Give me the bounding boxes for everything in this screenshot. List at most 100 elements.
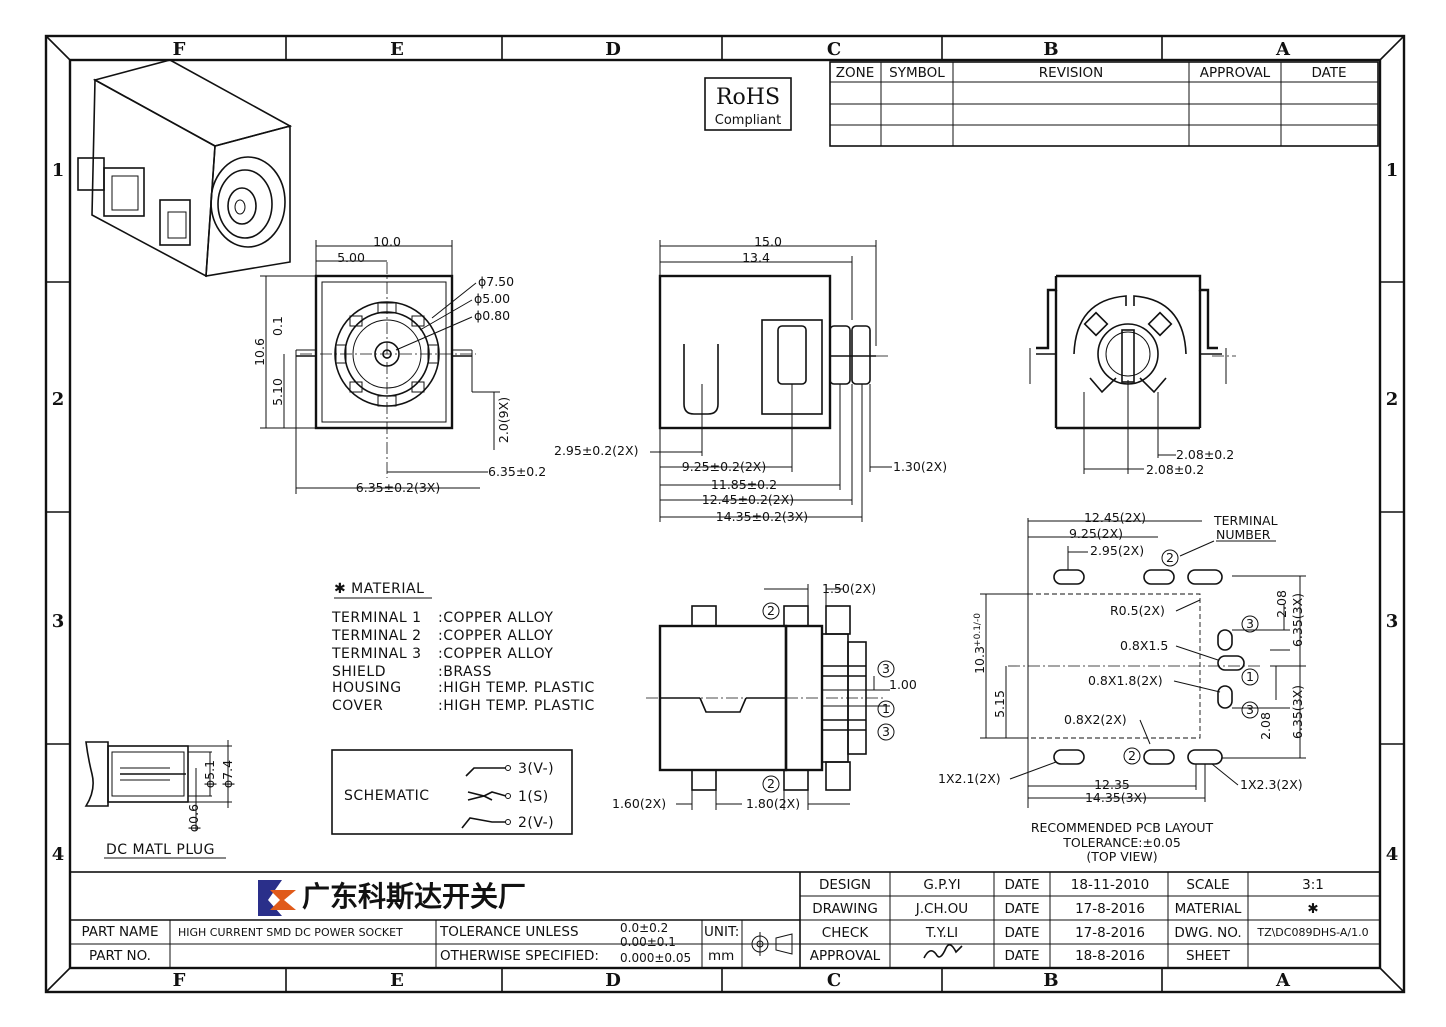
zone-4-right: 4 bbox=[1386, 844, 1399, 865]
rev-col-symbol: SYMBOL bbox=[889, 65, 945, 81]
bottom-label-3a: 3 bbox=[882, 661, 890, 676]
outer-border bbox=[44, 34, 1406, 994]
side-dim-e: 14.35±0.2(3X) bbox=[716, 509, 808, 524]
material-label: MATERIAL bbox=[1175, 901, 1242, 917]
tolerance-line-1: TOLERANCE UNLESS bbox=[439, 924, 579, 940]
pcb-term-1: TERMINAL bbox=[1213, 513, 1278, 528]
pcb-width-1: 12.35 bbox=[1094, 777, 1130, 792]
plug-dia-2: ϕ7.4 bbox=[220, 760, 235, 788]
pcb-dim-3: 2.95(2X) bbox=[1090, 543, 1144, 558]
pcb-height-1: 10.3 bbox=[972, 646, 987, 674]
front-view: 10.0 5.00 10.6 0.1 5.10 2.0(9X) 6.35±0.2… bbox=[252, 234, 546, 495]
pcb-height-2: 5.15 bbox=[992, 690, 1007, 718]
side-dim-d: 12.45±0.2(2X) bbox=[702, 492, 794, 507]
pcb-term-2: NUMBER bbox=[1216, 527, 1271, 542]
side-dim-b: 9.25±0.2(2X) bbox=[682, 459, 766, 474]
date-label-3: DATE bbox=[1004, 925, 1039, 941]
rohs-badge: RoHS Compliant bbox=[704, 77, 792, 131]
material-part-5: HOUSING bbox=[332, 680, 402, 696]
side-dim-a: 2.95±0.2(2X) bbox=[554, 443, 638, 458]
schematic-label: SCHEMATIC bbox=[344, 788, 430, 804]
zone-c-top: C bbox=[827, 39, 841, 60]
bottom-dim-1: 1.50(2X) bbox=[822, 581, 876, 596]
schematic-pin-2: 2(V-) bbox=[518, 815, 554, 831]
pcb-height-1-tol: +0.1/-0 bbox=[973, 613, 983, 647]
side-width-2: 13.4 bbox=[742, 250, 770, 265]
material-list: ✱ MATERIAL TERMINAL 1 :COPPER ALLOY TERM… bbox=[331, 581, 595, 714]
schematic-box: SCHEMATIC 3(V-) 1(S) 2(V-) bbox=[331, 749, 573, 835]
front-pin-length: 2.0(9X) bbox=[496, 397, 511, 443]
bottom-label-1: 1 bbox=[882, 701, 890, 716]
pcb-vert-1: 2.08 bbox=[1274, 590, 1289, 618]
side-dim-f: 1.30(2X) bbox=[893, 459, 947, 474]
approval-date: 18-8-2016 bbox=[1075, 948, 1145, 964]
tolerance-value-2: 0.00±0.1 bbox=[620, 935, 676, 949]
zone-f-top: F bbox=[173, 39, 186, 60]
rev-col-zone: ZONE bbox=[836, 65, 875, 81]
material-value-2: :COPPER ALLOY bbox=[438, 628, 553, 644]
tolerance-value-3: 0.000±0.05 bbox=[620, 951, 691, 965]
part-name-label: PART NAME bbox=[82, 924, 159, 940]
sheet-label: SHEET bbox=[1186, 948, 1231, 964]
pcb-caption-2: TOLERANCE:±0.05 bbox=[1062, 835, 1181, 850]
zone-1-right: 1 bbox=[1386, 160, 1399, 181]
pcb-slot-2: 0.8X1.8(2X) bbox=[1088, 673, 1163, 688]
date-label-4: DATE bbox=[1004, 948, 1039, 964]
zone-labels-top: F E D C B A bbox=[173, 39, 1291, 60]
check-label: CHECK bbox=[822, 925, 870, 941]
approval-signature bbox=[923, 944, 963, 959]
zone-d-bottom: D bbox=[605, 970, 621, 991]
zone-f-bottom: F bbox=[173, 970, 186, 991]
unit-value: mm bbox=[708, 948, 734, 964]
bottom-dim-3: 1.60(2X) bbox=[612, 796, 666, 811]
zone-b-bottom: B bbox=[1043, 970, 1058, 991]
pcb-pad-2: 1X2.3(2X) bbox=[1240, 777, 1303, 792]
material-part-3: TERMINAL 3 bbox=[331, 646, 422, 662]
tolerance-line-2: OTHERWISE SPECIFIED: bbox=[440, 948, 599, 964]
material-value-4: :BRASS bbox=[438, 664, 492, 680]
schematic-pin-3: 3(V-) bbox=[518, 761, 554, 777]
material-value-5: :HIGH TEMP. PLASTIC bbox=[438, 680, 595, 696]
material-value-6: :HIGH TEMP. PLASTIC bbox=[438, 698, 595, 714]
zone-labels-bottom: F E D C B A bbox=[173, 970, 1291, 991]
design-date: 18-11-2010 bbox=[1071, 877, 1149, 893]
drawing-by: J.CH.OU bbox=[915, 901, 968, 917]
bottom-label-2-bottom: 2 bbox=[767, 776, 775, 791]
front-height-tol: 0.1 bbox=[270, 316, 285, 336]
zone-a-top: A bbox=[1275, 39, 1291, 60]
pcb-label-3a: 3 bbox=[1246, 616, 1254, 631]
zone-labels-side: 1 2 3 4 1 2 3 4 bbox=[52, 160, 1399, 865]
zone-2-left: 2 bbox=[52, 389, 65, 410]
tolerance-value-1: 0.0±0.2 bbox=[620, 921, 668, 935]
check-date: 17-8-2016 bbox=[1075, 925, 1145, 941]
front-height-total: 10.6 bbox=[252, 338, 267, 366]
side-dim-c: 11.85±0.2 bbox=[711, 477, 777, 492]
pcb-slot-1: 0.8X1.5 bbox=[1120, 638, 1168, 653]
part-no-label: PART NO. bbox=[89, 948, 151, 964]
zone-e-bottom: E bbox=[390, 970, 404, 991]
zone-3-left: 3 bbox=[52, 611, 65, 632]
front-width-half: 5.00 bbox=[337, 250, 365, 265]
approval-label: APPROVAL bbox=[810, 948, 881, 964]
front-width-total: 10.0 bbox=[373, 234, 401, 249]
material-value-3: :COPPER ALLOY bbox=[438, 646, 553, 662]
dwg-no-value: TZ\DC089DHS-A/1.0 bbox=[1256, 926, 1368, 939]
pcb-vert-2: 6.35(3X) bbox=[1290, 593, 1305, 647]
pcb-caption-1: RECOMMENDED PCB LAYOUT bbox=[1031, 820, 1214, 835]
zone-d-top: D bbox=[605, 39, 621, 60]
zone-e-top: E bbox=[390, 39, 404, 60]
drawing-label: DRAWING bbox=[812, 901, 878, 917]
rear-dim-1: 2.08±0.2 bbox=[1176, 447, 1234, 462]
zone-1-left: 1 bbox=[52, 160, 65, 181]
material-part-4: SHIELD bbox=[332, 664, 386, 680]
material-value: ✱ bbox=[1307, 901, 1318, 917]
pcb-width-2: 14.35(3X) bbox=[1085, 790, 1147, 805]
pcb-layout: 12.45(2X) 9.25(2X) 2.95(2X) TERMINAL NUM… bbox=[938, 510, 1306, 864]
side-view: 15.0 13.4 2.95±0.2(2X) 9.25±0.2(2X) 11.8… bbox=[554, 234, 947, 524]
rear-view: 2.08±0.2 2.08±0.2 bbox=[1029, 274, 1236, 477]
company-name: 广东科斯达开关厂 bbox=[302, 880, 526, 913]
pcb-vert-4: 6.35(3X) bbox=[1290, 685, 1305, 739]
zone-c-bottom: C bbox=[827, 970, 841, 991]
zone-b-top: B bbox=[1043, 39, 1058, 60]
bottom-label-3b: 3 bbox=[882, 724, 890, 739]
